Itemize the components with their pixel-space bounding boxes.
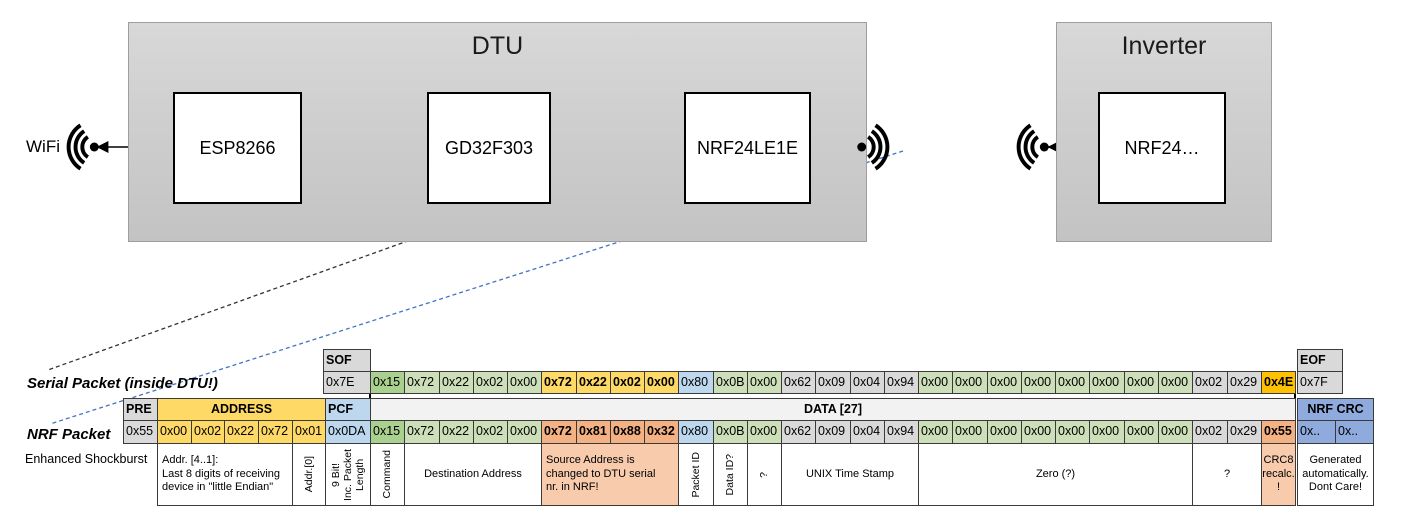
serial-byte-cell: 0x00	[987, 371, 1022, 394]
nrf-byte-cell: 0x00	[1124, 420, 1159, 444]
inverter-title: Inverter	[1121, 32, 1207, 60]
address-byte-cell: 0x01	[292, 420, 326, 444]
serial-byte-cell: 0x00	[747, 371, 782, 394]
serial-byte-cell: 0x80	[678, 371, 714, 394]
serial-byte-cell: 0x00	[918, 371, 953, 394]
address-header-cell: ADDRESS	[157, 398, 326, 421]
nrf-byte-cell: 0x09	[815, 420, 851, 444]
nrf-byte-cell: 0x80	[678, 420, 714, 444]
nrf-byte-cell: 0x02	[1192, 420, 1228, 444]
annotation-cell: ?	[747, 443, 782, 506]
serial-byte-cell: 0x00	[644, 371, 679, 394]
nrf-byte-cell: 0x00	[918, 420, 953, 444]
pcf-byte-cell: 0x0DA	[325, 420, 371, 444]
nrf-byte-cell: 0x00	[747, 420, 782, 444]
eof-header-cell: EOF	[1297, 349, 1343, 372]
serial-byte-cell: 0x0B	[713, 371, 748, 394]
serial-byte-cell: 0x15	[370, 371, 405, 394]
serial-byte-cell: 0x62	[781, 371, 816, 394]
crc-byte-cell: 0x..	[1297, 420, 1336, 444]
serial-byte-cell: 0x29	[1227, 371, 1262, 394]
nrf-byte-cell: 0x29	[1227, 420, 1262, 444]
annotation-cell: 9 Bit! Inc. Packet Length	[325, 443, 372, 506]
annotation-cell: Packet ID	[678, 443, 714, 506]
serial-byte-cell: 0x09	[815, 371, 851, 394]
annotation-cell: Addr.[0]	[292, 443, 326, 506]
annotation-cell: Data ID?	[713, 443, 748, 506]
inverter-panel: Inverter	[1056, 22, 1272, 242]
serial-byte-cell: 0x02	[1192, 371, 1228, 394]
sof-header-cell: SOF	[323, 349, 371, 372]
sof-byte-cell: 0x7E	[323, 371, 371, 394]
serial-byte-cell: 0x00	[1124, 371, 1159, 394]
serial-byte-cell: 0x94	[884, 371, 919, 394]
serial-byte-cell: 0x22	[439, 371, 474, 394]
annotation-cell: Destination Address	[404, 443, 542, 506]
pre-byte-cell: 0x55	[123, 420, 158, 444]
nrf-byte-cell: 0x00	[1158, 420, 1193, 444]
nrf-byte-cell: 0x22	[439, 420, 474, 444]
address-byte-cell: 0x02	[191, 420, 225, 444]
wifi-icon	[1016, 123, 1049, 171]
nrf-crc-header-cell: NRF CRC	[1297, 398, 1374, 421]
serial-byte-cell: 0x72	[541, 371, 577, 394]
enhanced-shockburst-label: Enhanced Shockburst	[25, 452, 148, 466]
nrf24-inverter-box: NRF24…	[1098, 92, 1226, 204]
nrf-byte-cell: 0x81	[576, 420, 611, 444]
nrf-byte-cell: 0x00	[507, 420, 542, 444]
nrf-byte-cell: 0x55	[1261, 420, 1296, 444]
nrf-byte-cell: 0x15	[370, 420, 405, 444]
annotation-cell: ?	[1192, 443, 1262, 506]
pcf-header-cell: PCF	[325, 398, 371, 421]
serial-byte-cell: 0x4E	[1261, 371, 1296, 394]
pre-header-cell: PRE	[123, 398, 158, 421]
serial-byte-cell: 0x00	[1021, 371, 1056, 394]
serial-byte-cell: 0x02	[610, 371, 645, 394]
address-byte-cell: 0x22	[224, 420, 259, 444]
nrf-byte-cell: 0x72	[404, 420, 440, 444]
nrf-byte-cell: 0x62	[781, 420, 816, 444]
serial-byte-cell: 0x00	[1158, 371, 1193, 394]
annotation-cell: Command	[370, 443, 405, 506]
address-byte-cell: 0x00	[157, 420, 192, 444]
annotation-cell: Addr. [4..1]: Last 8 digits of receiving…	[157, 443, 293, 506]
annotation-cell: Zero (?)	[918, 443, 1193, 506]
nrf-byte-cell: 0x00	[1089, 420, 1125, 444]
nrf-byte-cell: 0x02	[473, 420, 508, 444]
nrf-byte-cell: 0x00	[1055, 420, 1090, 444]
eof-byte-cell: 0x7F	[1297, 371, 1343, 394]
serial-byte-cell: 0x00	[1089, 371, 1125, 394]
address-byte-cell: 0x72	[258, 420, 293, 444]
data-header-cell: DATA [27]	[370, 398, 1296, 421]
nrf-byte-cell: 0x32	[644, 420, 679, 444]
serial-byte-cell: 0x72	[404, 371, 440, 394]
nrf-byte-cell: 0x88	[610, 420, 645, 444]
nrf-packet-label: NRF Packet	[27, 426, 111, 443]
nrf-byte-cell: 0x04	[850, 420, 885, 444]
annotation-cell: Generated automatically. Dont Care!	[1297, 443, 1374, 506]
dtu-title: DTU	[471, 32, 524, 60]
nrf-byte-cell: 0x94	[884, 420, 919, 444]
nrf-byte-cell: 0x0B	[713, 420, 748, 444]
nrf-byte-cell: 0x72	[541, 420, 577, 444]
annotation-cell: UNIX Time Stamp	[781, 443, 919, 506]
nrf-byte-cell: 0x00	[987, 420, 1022, 444]
serial-byte-cell: 0x00	[507, 371, 542, 394]
annotation-cell: Source Address is changed to DTU serial …	[541, 443, 679, 506]
serial-byte-cell: 0x22	[576, 371, 611, 394]
serial-byte-cell: 0x00	[1055, 371, 1090, 394]
nrf-byte-cell: 0x00	[1021, 420, 1056, 444]
nrf-byte-cell: 0x00	[952, 420, 988, 444]
serial-byte-cell: 0x00	[952, 371, 988, 394]
serial-byte-cell: 0x04	[850, 371, 885, 394]
crc-byte-cell: 0x..	[1335, 420, 1374, 444]
annotation-cell: CRC8 recalc. !	[1261, 443, 1296, 506]
serial-byte-cell: 0x02	[473, 371, 508, 394]
